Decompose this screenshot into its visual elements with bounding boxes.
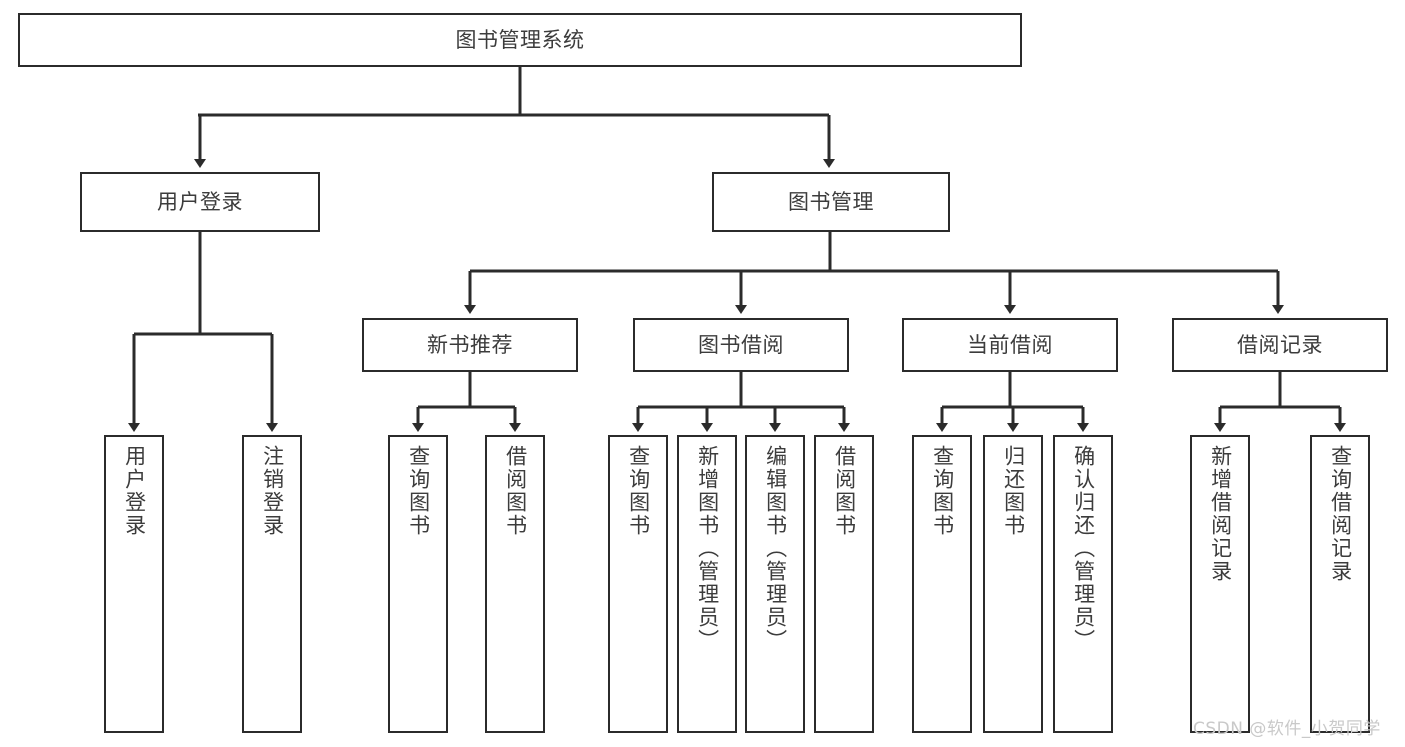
node-borrow-record[interactable]: 借阅记录 xyxy=(1172,318,1388,372)
node-label: 编辑图书（管理员） xyxy=(763,445,788,652)
node-label: 用户登录 xyxy=(157,189,243,214)
node-leaf-edit-book[interactable]: 编辑图书（管理员） xyxy=(745,435,805,733)
node-leaf-borrow-book-1[interactable]: 借阅图书 xyxy=(485,435,545,733)
node-book-manage[interactable]: 图书管理 xyxy=(712,172,950,232)
node-label: 借阅图书 xyxy=(503,445,528,537)
node-leaf-query-book-2[interactable]: 查询图书 xyxy=(608,435,668,733)
node-label: 新书推荐 xyxy=(427,332,513,357)
node-label: 查询图书 xyxy=(930,445,955,537)
node-label: 借阅记录 xyxy=(1237,332,1323,357)
node-leaf-user-logout[interactable]: 注销登录 xyxy=(242,435,302,733)
node-leaf-query-book-1[interactable]: 查询图书 xyxy=(388,435,448,733)
node-leaf-borrow-book-2[interactable]: 借阅图书 xyxy=(814,435,874,733)
node-label: 新增借阅记录 xyxy=(1208,445,1233,583)
node-user-login[interactable]: 用户登录 xyxy=(80,172,320,232)
node-leaf-add-book[interactable]: 新增图书（管理员） xyxy=(677,435,737,733)
node-leaf-return-book[interactable]: 归还图书 xyxy=(983,435,1043,733)
node-label: 查询借阅记录 xyxy=(1328,445,1353,583)
node-label: 当前借阅 xyxy=(967,332,1053,357)
node-label: 图书管理 xyxy=(788,189,874,214)
node-leaf-user-login[interactable]: 用户登录 xyxy=(104,435,164,733)
node-leaf-confirm-return[interactable]: 确认归还（管理员） xyxy=(1053,435,1113,733)
node-new-book-recommend[interactable]: 新书推荐 xyxy=(362,318,578,372)
node-label: 新增图书（管理员） xyxy=(695,445,720,652)
node-label: 图书借阅 xyxy=(698,332,784,357)
node-label: 借阅图书 xyxy=(832,445,857,537)
node-leaf-query-book-3[interactable]: 查询图书 xyxy=(912,435,972,733)
node-leaf-add-borrow-record[interactable]: 新增借阅记录 xyxy=(1190,435,1250,733)
node-current-borrow[interactable]: 当前借阅 xyxy=(902,318,1118,372)
node-leaf-query-borrow-record[interactable]: 查询借阅记录 xyxy=(1310,435,1370,733)
node-label: 用户登录 xyxy=(122,445,147,537)
node-label: 确认归还（管理员） xyxy=(1071,445,1096,652)
node-root-system[interactable]: 图书管理系统 xyxy=(18,13,1022,67)
node-book-borrow[interactable]: 图书借阅 xyxy=(633,318,849,372)
node-label: 注销登录 xyxy=(260,445,285,537)
node-label: 查询图书 xyxy=(626,445,651,537)
node-label: 归还图书 xyxy=(1001,445,1026,537)
node-label: 查询图书 xyxy=(406,445,431,537)
node-label: 图书管理系统 xyxy=(455,27,585,52)
